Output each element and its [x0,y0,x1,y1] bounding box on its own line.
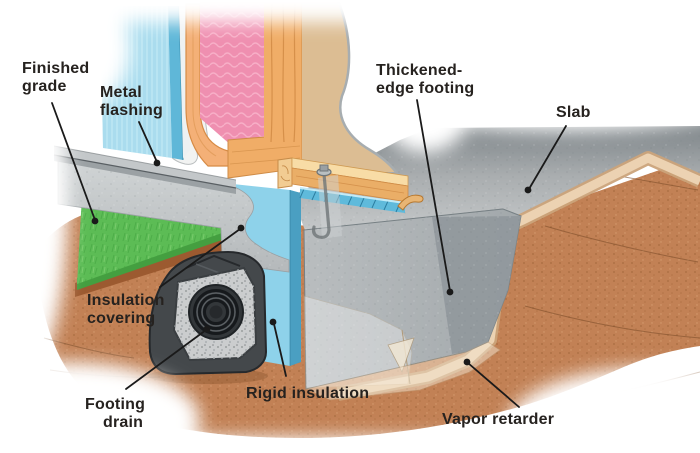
label-thickened-edge-footing-text: Thickened- [376,62,462,79]
anchor-bolt [311,164,342,239]
labels: Finished grade Metal flashing Thickened-… [22,60,591,431]
label-insulation-covering-text: Insulation [87,292,165,309]
rigid-insulation-edge [290,190,301,366]
label-finished-grade: Finished grade [22,60,99,225]
label-vapor-retarder: Vapor retarder [442,358,554,428]
drain-pipe [188,284,244,340]
leader-dot [269,318,277,326]
label-rigid-insulation-text: Rigid insulation [246,385,369,402]
label-metal-flashing: Metal flashing [100,84,163,167]
leader-dot [153,159,161,167]
leader-dot [463,358,471,366]
thickened-edge-footing [303,208,522,401]
leader-dot [91,217,99,225]
label-footing-drain: Footing drain [85,325,211,431]
leader-dot [446,288,454,296]
interior-drywall [302,0,396,172]
flashing-face [54,146,236,188]
label-slab: Slab [524,104,591,194]
footing-drain [148,250,268,384]
svg-text:grade: grade [22,78,67,95]
flashing-lower-strip [54,155,236,194]
label-metal-flashing-text: Metal [100,84,142,101]
label-slab-text: Slab [556,104,591,121]
leader-dot [203,325,211,333]
svg-text:edge footing: edge footing [376,80,474,97]
svg-text:drain: drain [103,414,143,431]
leader-dot [524,186,532,194]
svg-text:flashing: flashing [100,102,163,119]
vapor-retarder-skirt [304,341,501,401]
label-thickened-edge-footing: Thickened- edge footing [376,62,474,296]
drywall-cut-edge [336,0,397,173]
label-vapor-retarder-text: Vapor retarder [442,411,554,428]
vapor-retarder-film-front [303,295,413,389]
vapor-retarder-tail [397,194,424,211]
wall-assembly [100,0,424,239]
film-fold-flap [387,337,415,374]
siding-edge [168,6,183,160]
svg-text:covering: covering [87,310,155,327]
label-rigid-insulation: Rigid insulation [246,318,369,402]
label-finished-grade-text: Finished [22,60,89,77]
label-insulation-covering: Insulation covering [87,224,245,327]
label-footing-drain-text: Footing [85,396,145,413]
leader-dot [237,224,245,232]
